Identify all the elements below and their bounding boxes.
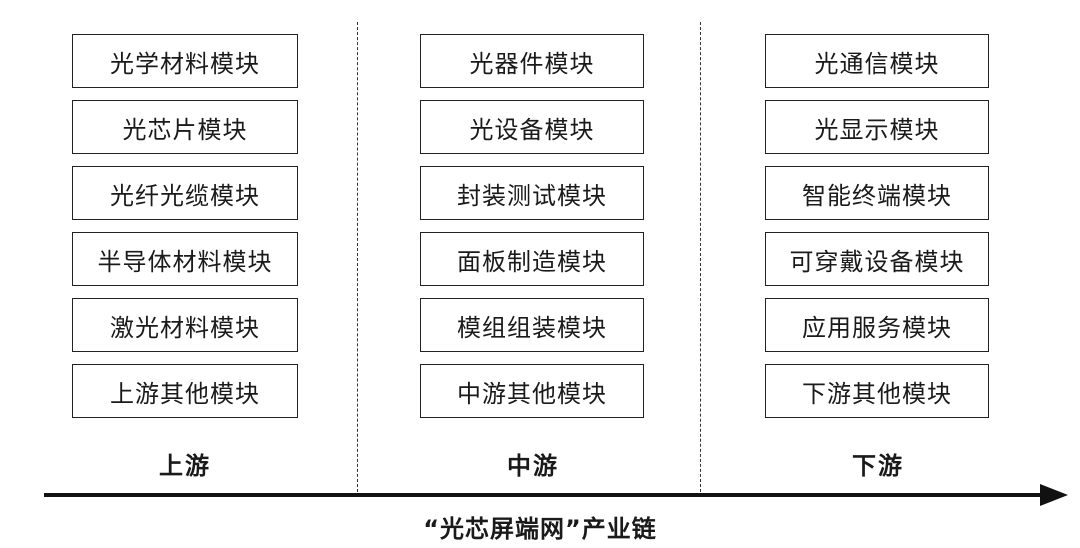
module-box: 光芯片模块: [72, 100, 298, 154]
module-box: 上游其他模块: [72, 364, 298, 418]
module-box: 半导体材料模块: [72, 232, 298, 286]
module-box: 光通信模块: [765, 34, 989, 88]
module-box: 光学材料模块: [72, 34, 298, 88]
module-box: 光纤光缆模块: [72, 166, 298, 220]
flow-arrow: [44, 484, 1068, 506]
module-box: 可穿戴设备模块: [765, 232, 989, 286]
arrow-head-icon: [1040, 484, 1068, 506]
diagram-caption: “光芯屏端网”产业链: [423, 515, 657, 543]
module-box: 应用服务模块: [765, 298, 989, 352]
module-box: 光器件模块: [420, 34, 644, 88]
divider-upstream-midstream: [357, 22, 358, 492]
divider-midstream-downstream: [700, 22, 701, 492]
module-box: 中游其他模块: [420, 364, 644, 418]
upstream-label: 上游: [159, 452, 211, 480]
module-box: 光设备模块: [420, 100, 644, 154]
upstream-column: 光学材料模块 光芯片模块 光纤光缆模块 半导体材料模块 激光材料模块 上游其他模…: [72, 34, 298, 430]
module-box: 智能终端模块: [765, 166, 989, 220]
downstream-column: 光通信模块 光显示模块 智能终端模块 可穿戴设备模块 应用服务模块 下游其他模块: [765, 34, 991, 430]
module-box: 面板制造模块: [420, 232, 644, 286]
module-box: 激光材料模块: [72, 298, 298, 352]
midstream-column: 光器件模块 光设备模块 封装测试模块 面板制造模块 模组组装模块 中游其他模块: [420, 34, 646, 430]
module-box: 光显示模块: [765, 100, 989, 154]
module-box: 模组组装模块: [420, 298, 644, 352]
module-box: 封装测试模块: [420, 166, 644, 220]
module-box: 下游其他模块: [765, 364, 989, 418]
midstream-label: 中游: [507, 452, 559, 480]
downstream-label: 下游: [852, 452, 904, 480]
